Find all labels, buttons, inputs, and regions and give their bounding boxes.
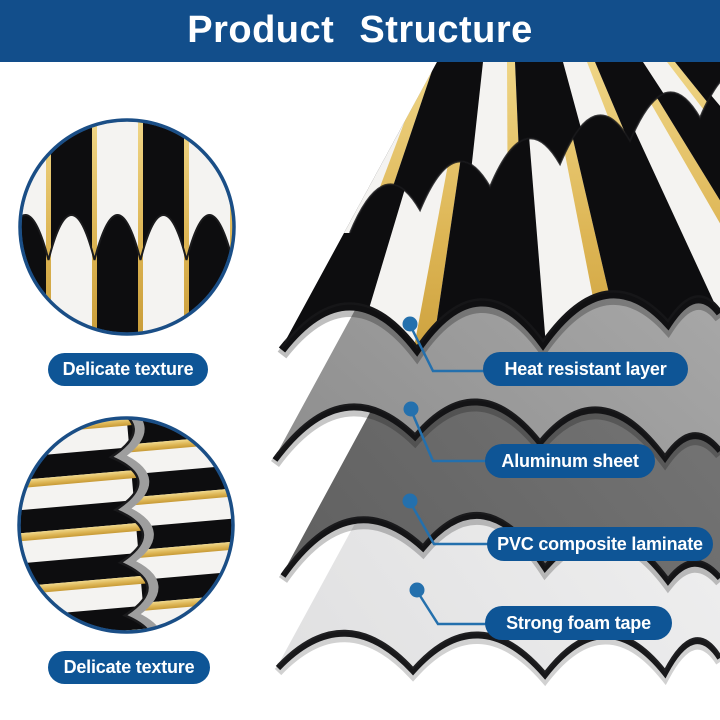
connector-dots	[402, 316, 425, 598]
texture-label-1: Delicate texture	[48, 353, 208, 386]
circle-ring	[17, 416, 235, 634]
texture-circle-front	[18, 118, 236, 336]
connector-line-3	[408, 501, 488, 546]
connector-dot-2	[403, 401, 419, 417]
connector-dot-4	[409, 582, 425, 598]
layer-label-pvc: PVC composite laminate	[487, 527, 713, 561]
texture-circle-side	[17, 416, 235, 634]
page-title: Product Structure	[187, 9, 533, 51]
connectors	[408, 324, 488, 626]
texture-label-2: Delicate texture	[48, 651, 210, 684]
layer-label-aluminum: Aluminum sheet	[485, 444, 655, 478]
layer-label-heat-resistant: Heat resistant layer	[483, 352, 688, 386]
connector-dot-1	[402, 316, 418, 332]
connector-line-4	[415, 590, 486, 626]
circle-ring	[18, 118, 236, 336]
connector-line-2	[409, 409, 486, 463]
connector-line-1	[408, 324, 484, 373]
connector-dot-3	[402, 493, 418, 509]
title-banner: Product Structure	[0, 0, 720, 62]
layer-label-foam: Strong foam tape	[485, 606, 672, 640]
